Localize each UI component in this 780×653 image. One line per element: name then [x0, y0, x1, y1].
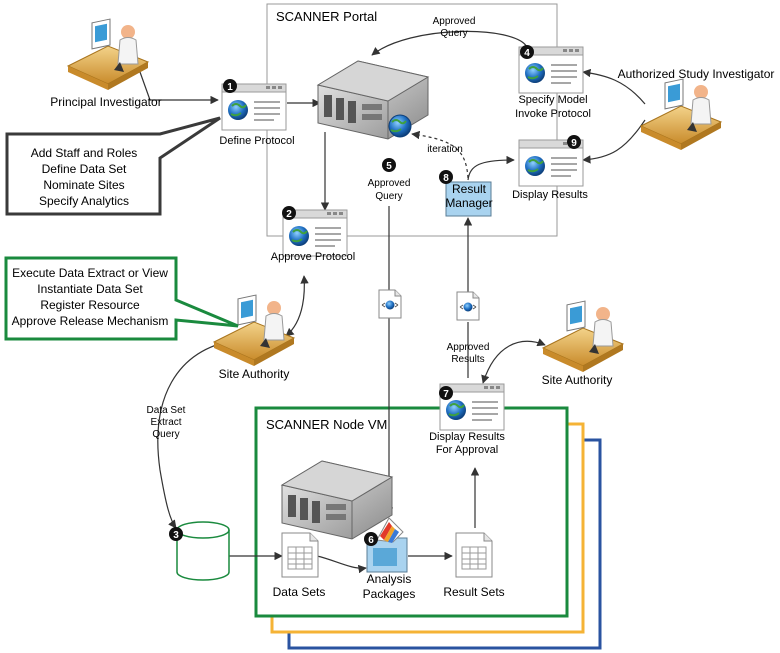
site-authority-left-label: Site Authority — [219, 367, 290, 381]
step-badge-5: 5 — [382, 158, 396, 172]
pi-callout-line-4: Specify Analytics — [39, 194, 129, 208]
dataset-query-2: Extract — [150, 417, 181, 428]
iteration-label: iteration — [427, 144, 463, 155]
person-at-desk-icon — [542, 300, 624, 373]
step-badges: 1 2 3 4 5 6 7 8 9 — [169, 45, 581, 546]
step-badge-1: 1 — [223, 79, 237, 93]
approved-query-label-1: Approved — [368, 178, 411, 189]
globe-icon — [388, 114, 412, 138]
document-icon — [456, 291, 480, 321]
define-protocol-label: Define Protocol — [219, 135, 294, 147]
spreadsheet-icon — [281, 532, 319, 578]
authorized-study-investigator-label: Authorized Study Investigator — [618, 67, 775, 81]
specify-model-label: Specify Model — [518, 94, 587, 106]
data-sets-label: Data Sets — [273, 585, 326, 599]
approve-protocol-label: Approve Protocol — [271, 251, 355, 263]
result-manager-label-2: Manager — [445, 196, 492, 210]
pi-callout: Add Staff and Roles Define Data Set Nomi… — [5, 116, 221, 216]
display-approval-label-2: For Approval — [436, 444, 498, 456]
connectors — [139, 30, 646, 574]
svg-text:8: 8 — [443, 173, 449, 184]
svg-text:6: 6 — [368, 535, 374, 546]
result-manager-box — [445, 181, 492, 217]
scanner-portal-title: SCANNER Portal — [276, 9, 377, 24]
display-results-label: Display Results — [512, 189, 588, 201]
site-callout-line-3: Register Resource — [40, 298, 140, 312]
site-callout-line-2: Instantiate Data Set — [37, 282, 143, 296]
display-approval-label-1: Display Results — [429, 431, 505, 443]
result-manager-label-1: Result — [452, 182, 487, 196]
spreadsheet-icon — [455, 532, 493, 578]
site-authority-right-label: Site Authority — [542, 373, 613, 387]
svg-text:4: 4 — [524, 48, 530, 59]
site-callout-line-4: Approve Release Mechanism — [12, 314, 169, 328]
svg-text:5: 5 — [386, 161, 392, 172]
flow-labels: Approved Query iteration Approved Result… — [147, 16, 505, 599]
result-sets-label: Result Sets — [443, 585, 504, 599]
invoke-protocol-label: Invoke Protocol — [515, 108, 591, 120]
actor-labels: Principal Investigator Authorized Study … — [50, 67, 774, 387]
step-labels: Define Protocol Approve Protocol Specify… — [219, 94, 591, 601]
site-callout: Execute Data Extract or View Instantiate… — [4, 256, 239, 341]
principal-investigator-label: Principal Investigator — [50, 95, 161, 109]
approved-query-top-1: Approved — [433, 16, 476, 27]
step-badge-8: 8 — [439, 170, 453, 184]
person-at-desk-icon — [640, 78, 722, 151]
scanner-node-vm-title: SCANNER Node VM — [266, 417, 387, 432]
site-callout-line-1: Execute Data Extract or View — [12, 266, 168, 280]
dataset-query-3: Query — [152, 429, 179, 440]
approved-query-label-2: Query — [375, 191, 402, 202]
scanner-node-vm-region — [254, 406, 569, 618]
analysis-packages-label-1: Analysis — [367, 572, 412, 586]
step-badge-4: 4 — [520, 45, 534, 59]
analysis-packages-label-2: Packages — [363, 587, 416, 601]
step-badge-3: 3 — [169, 527, 183, 541]
approved-results-1: Approved — [447, 342, 490, 353]
document-icon — [378, 289, 402, 319]
svg-text:3: 3 — [173, 530, 179, 541]
step-badge-6: 6 — [364, 532, 378, 546]
person-at-desk-icon — [67, 18, 149, 91]
server-icon — [317, 60, 429, 140]
pi-callout-line-2: Define Data Set — [42, 162, 127, 176]
pi-callout-line-1: Add Staff and Roles — [31, 146, 138, 160]
step-badge-7: 7 — [439, 386, 453, 400]
svg-text:7: 7 — [443, 389, 449, 400]
step-badge-2: 2 — [282, 206, 296, 220]
svg-text:2: 2 — [286, 209, 292, 220]
approved-results-2: Results — [451, 354, 484, 365]
database-icon — [176, 521, 230, 581]
person-at-desk-icon — [213, 294, 295, 367]
svg-text:9: 9 — [571, 138, 577, 149]
svg-text:1: 1 — [227, 82, 233, 93]
step-badge-9: 9 — [567, 135, 581, 149]
pi-callout-line-3: Nominate Sites — [43, 178, 124, 192]
dataset-query-1: Data Set — [147, 405, 186, 416]
approved-query-top-2: Query — [440, 28, 467, 39]
